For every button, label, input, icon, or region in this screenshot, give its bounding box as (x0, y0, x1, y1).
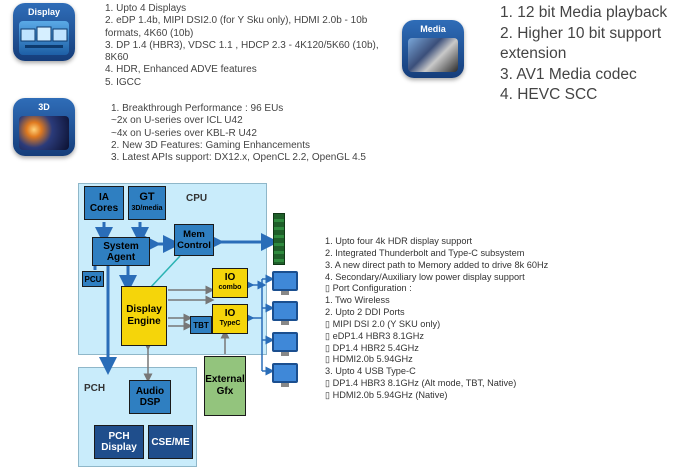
mem-control-block: Mem Control (174, 224, 214, 256)
pch-label: PCH (84, 383, 106, 394)
space-scene-icon (19, 116, 69, 150)
io-combo-block: IO combo (212, 268, 248, 298)
3d-app-icon: 3D (13, 98, 75, 156)
cse-me-block: CSE/ME (148, 425, 193, 459)
monitor-icon (272, 332, 298, 356)
display-app-icon: Display (13, 3, 75, 61)
tbt-block: TBT (190, 316, 212, 334)
gt-block: GT 3D/media (128, 186, 166, 220)
display-engine-feature-list: 1. Upto four 4k HDR display support 2. I… (325, 236, 549, 400)
display-icon-label: Display (27, 7, 60, 17)
pch-display-block: PCH Display (94, 425, 144, 459)
media-icon-label: Media (420, 24, 446, 34)
display-engine-block: Display Engine (121, 286, 167, 346)
ia-cores-block: IA Cores (84, 186, 124, 220)
monitor-icon (272, 363, 298, 387)
media-player-icon (408, 38, 458, 72)
media-app-icon: Media (402, 20, 464, 78)
monitors-icon (19, 21, 69, 55)
monitor-icon (272, 271, 298, 295)
audio-dsp-block: Audio DSP (129, 380, 171, 414)
monitor-icon (272, 301, 298, 325)
display-features: 1. Upto 4 Displays 2. eDP 1.4b, MIPI DSI… (105, 3, 379, 88)
pcu-block: PCU (82, 271, 104, 287)
external-gfx-block: External Gfx (204, 356, 246, 416)
media-features: 1. 12 bit Media playback 2. Higher 10 bi… (500, 4, 668, 103)
3d-icon-label: 3D (38, 102, 50, 112)
dram-module-icon (273, 213, 285, 265)
cpu-label: CPU (186, 193, 208, 204)
system-agent-block: System Agent (92, 237, 150, 266)
io-typec-block: IO TypeC (212, 304, 248, 334)
3d-features: 1. Breakthrough Performance : 96 EUs ~2x… (111, 103, 366, 164)
